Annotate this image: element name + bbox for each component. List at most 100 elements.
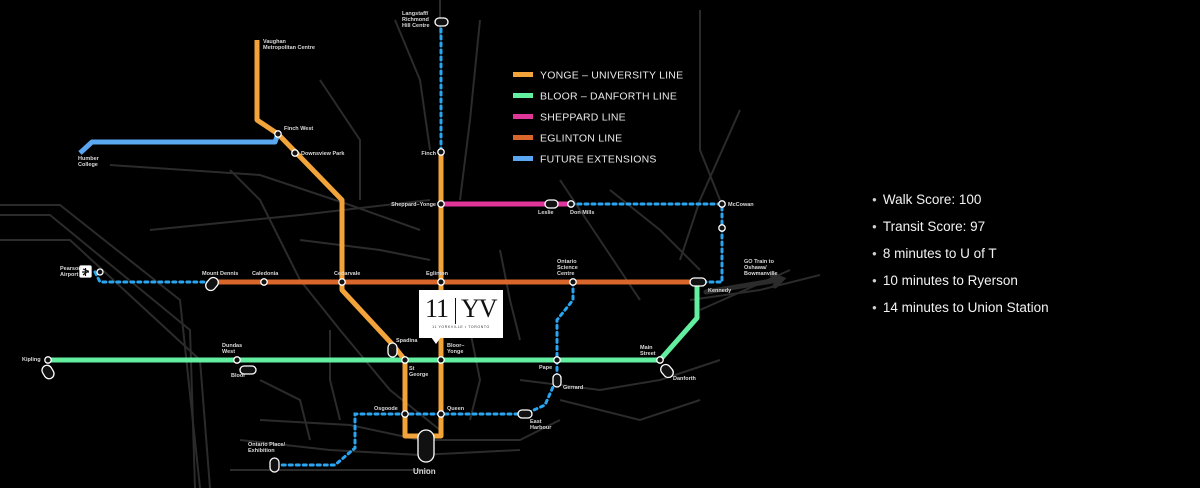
station-marker-leslie [544,199,559,209]
transit-facts-list: ● Walk Score: 100 ●Transit Score: 97 ● 8 m… [872,186,1172,321]
station-marker-bloor [239,365,257,375]
station-label-line: College [78,162,98,168]
station-label-eglinton: Eglinton [426,271,449,277]
station-label-line: Eglinton [426,271,449,277]
station-label-line: Harbour [530,425,552,431]
fact-ryerson: ●10 minutes to Ryerson [872,267,1172,294]
eleven-yorkville-logo: 11 YV 11 YORKVILLE • TORONTO [419,290,503,344]
bullet-icon: ● [872,222,877,231]
station-marker-main-street [656,356,664,364]
station-label-line: Ontario [557,259,577,265]
station-markers [41,17,726,473]
station-marker-don-mills [567,200,575,208]
station-label-leslie: Leslie [538,210,554,216]
station-marker-langstaff [434,17,449,27]
station-label-line: Main [640,345,653,351]
station-label-line: Don Mills [570,210,594,216]
station-label-line: Langstaff/ [402,11,429,17]
station-marker-pape [553,356,561,364]
station-label-line: Metropolitan Centre [263,45,315,51]
station-marker-mccowan-south [718,224,726,232]
station-label-line: Downsview Park [301,151,345,157]
legend-label: FUTURE EXTENSIONS [540,154,657,166]
station-marker-queen [437,410,445,418]
station-label-line: Science [557,265,578,271]
station-marker-sheppard-yonge [437,200,445,208]
fact-text: 10 minutes to Ryerson [882,273,1018,288]
logo-number: 11 [425,294,449,323]
station-label-line: Pape [539,365,552,371]
fact-text: 8 minutes to U of T [882,246,997,261]
station-label-ontario-place: Ontario Place/Exhibition [248,442,285,454]
station-marker-pearson-link [96,268,104,276]
station-marker-danforth [660,363,674,379]
station-marker-downsview-park [291,149,299,157]
station-marker-finch [437,148,445,156]
station-label-line: Yonge [447,349,463,355]
station-label-line: Gerrard [563,385,583,391]
station-marker-union [417,429,435,463]
station-label-line: Hill Centre [402,23,430,29]
station-label-line: Oshawa/ [744,265,767,271]
legend-swatch [513,72,533,77]
station-label-line: Queen [447,406,465,412]
logo-subtitle: 11 YORKVILLE • TORONTO [432,325,490,329]
station-label-line: Centre [557,271,574,277]
station-label-line: Bowmanville [744,271,778,277]
station-label-spadina: Spadina [396,338,418,344]
station-marker-kipling [44,356,52,364]
bullet-icon: ● [872,303,877,312]
station-label-line: Spadina [396,338,418,344]
station-label-downsview: Downsview Park [301,151,345,157]
street-network [0,0,820,488]
station-marker-ontario-place [269,457,280,473]
fact-text: 14 minutes to Union Station [882,300,1049,315]
legend-label: YONGE – UNIVERSITY LINE [540,70,683,82]
station-label-don-mills: Don Mills [570,210,594,216]
station-marker-ontario-science-centre [569,278,577,286]
station-label-line: Bloor– [447,343,464,349]
station-label-line: McCowan [728,202,754,208]
station-marker-mccowan [718,200,726,208]
station-label-danforth: Danforth [673,376,697,382]
logo-divider [455,298,456,324]
station-label-line: St [409,366,415,372]
bullet-icon: ● [872,195,877,204]
station-label-line: Pearson [60,266,82,272]
station-label-line: Finch [421,151,436,157]
station-label-line: Danforth [673,376,697,382]
fact-transit-score: ●Transit Score: 97 [872,213,1172,240]
station-label-line: Osgoode [374,406,398,412]
station-label-line: Kennedy [708,288,732,294]
station-label-line: East [530,419,542,425]
station-label-line: Cedarvale [334,271,360,277]
bullet-icon: ● [872,249,877,258]
station-label-line: Finch West [284,126,313,132]
station-label-line: Dundas [222,343,242,349]
station-label-line: Bloor [231,373,246,379]
future-extension-lines [93,20,724,467]
transit-map: YONGE – UNIVERSITY LINE BLOOR – DANFORTH … [0,0,820,488]
station-marker-kennedy [689,277,707,287]
station-label-pape: Pape [539,365,552,371]
station-label-osgoode: Osgoode [374,406,398,412]
station-label-line: Exhibition [248,448,275,454]
station-marker-kipling-south [41,364,55,380]
legend-label: EGLINTON LINE [540,133,622,145]
station-label-line: Sheppard–Yonge [391,202,436,208]
fact-text: Walk Score: 100 [882,192,982,207]
legend-label: BLOOR – DANFORTH LINE [540,91,677,103]
station-marker-cedarvale [338,278,346,286]
station-label-line: Richmond [402,17,429,23]
fact-walk-score: ● Walk Score: 100 [872,186,1172,213]
bloor-danforth-line [48,282,700,363]
station-marker-dundas-west [233,356,241,364]
station-label-mount-dennis: Mount Dennis [202,271,238,277]
station-marker-finch-west [274,130,282,138]
